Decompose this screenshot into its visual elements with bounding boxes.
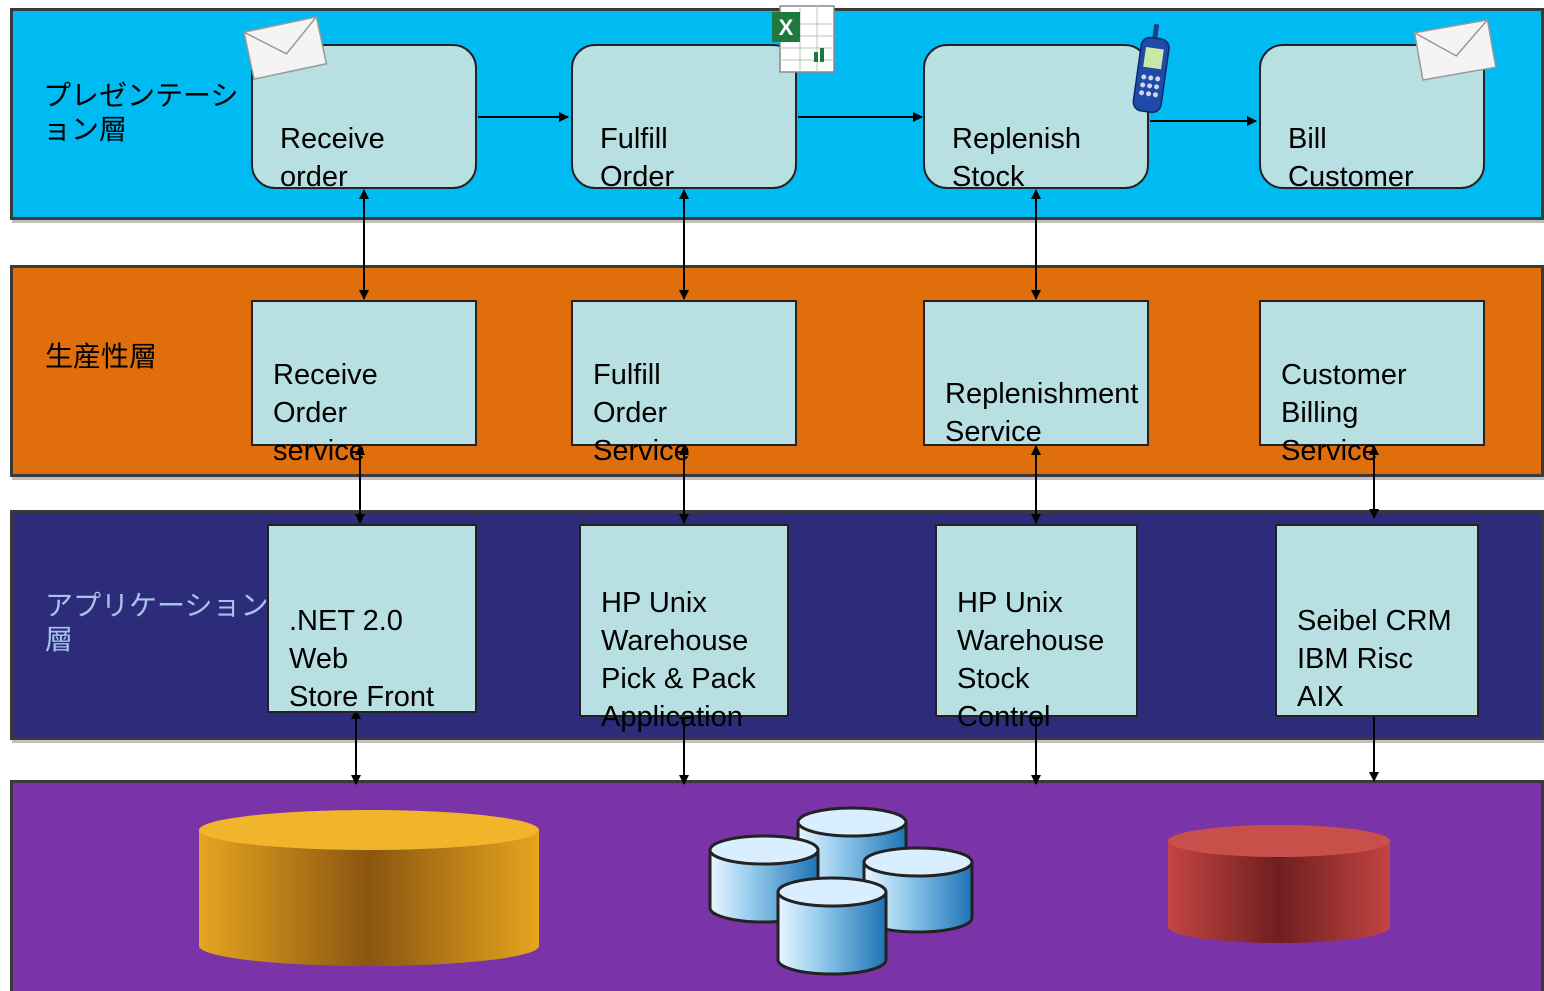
system-dotnet-web-store-front: .NET 2.0 Web Store Front — [267, 524, 477, 713]
service-customer-billing: Customer Billing Service — [1259, 300, 1485, 467]
envelope-icon — [243, 15, 328, 80]
system-label: HP Unix Warehouse Pick & Pack Applicatio… — [601, 587, 756, 733]
mobile-phone-icon — [1132, 23, 1170, 114]
service-label: Receive Order service — [273, 359, 378, 467]
excel-spreadsheet-icon: X — [772, 5, 835, 73]
service-label: Customer Billing Service — [1281, 359, 1407, 467]
service-receive-order: Receive Order service — [251, 300, 477, 467]
orange-database-cylinder-icon — [199, 810, 539, 966]
system-seibel-crm: Seibel CRM IBM Risc AIX — [1275, 524, 1479, 717]
presentation-step-label: Replenish Stock — [952, 123, 1081, 193]
presentation-step-label: Bill Customer — [1288, 123, 1414, 193]
envelope-icon — [1413, 19, 1497, 81]
presentation-step-label: Receive order — [280, 123, 385, 193]
system-label: .NET 2.0 Web Store Front — [289, 605, 435, 713]
service-replenishment: Replenishment Service — [923, 300, 1149, 448]
system-label: Seibel CRM IBM Risc AIX — [1297, 605, 1452, 713]
svg-text:X: X — [779, 15, 794, 40]
productivity-layer-label: 生産性層 — [45, 340, 158, 373]
presentation-step-label: Fulfill Order — [600, 123, 675, 193]
presentation-step-replenish-stock: Replenish Stock — [923, 44, 1149, 193]
system-hp-unix-stock-control: HP Unix Warehouse Stock Control — [935, 524, 1138, 733]
presentation-step-fulfill-order: Fulfill Order — [571, 44, 797, 193]
database-cluster-icon — [708, 806, 974, 976]
application-layer-label: アプリケーション層 — [45, 589, 269, 656]
service-label: Replenishment Service — [945, 378, 1139, 448]
service-fulfill-order: Fulfill Order Service — [571, 300, 797, 467]
system-hp-unix-pick-pack: HP Unix Warehouse Pick & Pack Applicatio… — [579, 524, 789, 733]
red-database-cylinder-icon — [1168, 825, 1390, 943]
presentation-layer-label: プレゼンテーション層 — [43, 79, 239, 146]
system-label: HP Unix Warehouse Stock Control — [957, 587, 1105, 733]
service-label: Fulfill Order Service — [593, 359, 690, 467]
